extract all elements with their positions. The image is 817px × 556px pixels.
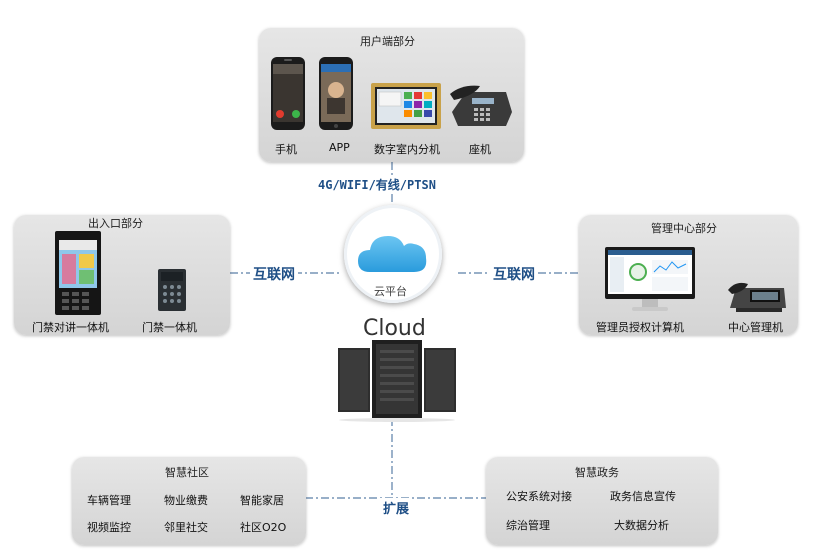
- access-control-icon: [158, 269, 186, 311]
- government-item-police: 公安系统对接: [506, 490, 572, 503]
- central-manager-icon: [728, 282, 786, 312]
- connection-label-bottom: 扩展: [380, 498, 413, 517]
- user-section-title: 用户端部分: [360, 35, 415, 48]
- app-phone-icon: [319, 57, 353, 130]
- connection-label-right: 互联网: [490, 264, 538, 284]
- entrance-section-panel: [14, 215, 230, 335]
- community-item-neighbor: 邻里社交: [164, 521, 208, 534]
- connection-label-left: 互联网: [250, 264, 298, 284]
- device-label-central-manager: 中心管理机: [728, 321, 783, 334]
- government-item-governance: 综治管理: [506, 519, 550, 532]
- connection-label-top: 4G/WIFI/有线/PTSN: [315, 176, 439, 193]
- smart-community-panel: [72, 457, 306, 545]
- device-label-admin-computer: 管理员授权计算机: [596, 321, 684, 334]
- smart-government-title: 智慧政务: [575, 466, 619, 479]
- smart-government-panel: [486, 457, 718, 545]
- community-item-smart-home: 智能家居: [240, 494, 284, 507]
- community-item-property-fee: 物业缴费: [164, 494, 208, 507]
- device-label-phone: 手机: [275, 143, 297, 156]
- landline-phone-icon: [450, 85, 512, 126]
- device-label-app: APP: [329, 141, 350, 154]
- device-label-indoor-unit: 数字室内分机: [374, 143, 440, 156]
- community-item-video: 视频监控: [87, 521, 131, 534]
- cloud-platform-label: 云平台: [374, 285, 407, 298]
- community-item-o2o: 社区O2O: [240, 521, 287, 534]
- cloud-icon: [358, 236, 427, 272]
- device-label-landline: 座机: [469, 143, 491, 156]
- device-label-access-control: 门禁一体机: [142, 321, 197, 334]
- management-section-title: 管理中心部分: [651, 222, 717, 235]
- indoor-unit-icon: [371, 83, 441, 129]
- smart-community-title: 智慧社区: [165, 466, 209, 479]
- government-item-info: 政务信息宣传: [610, 490, 676, 503]
- mobile-phone-icon: [271, 57, 305, 130]
- server-rack-icon: [338, 340, 456, 422]
- cloud-caption: Cloud: [363, 316, 426, 341]
- government-item-bigdata: 大数据分析: [614, 519, 669, 532]
- entrance-section-title: 出入口部分: [88, 217, 143, 230]
- admin-computer-icon: [605, 247, 695, 311]
- intercom-terminal-icon: [55, 231, 101, 315]
- device-label-intercom-terminal: 门禁对讲一体机: [32, 321, 109, 334]
- community-item-vehicle: 车辆管理: [87, 494, 131, 507]
